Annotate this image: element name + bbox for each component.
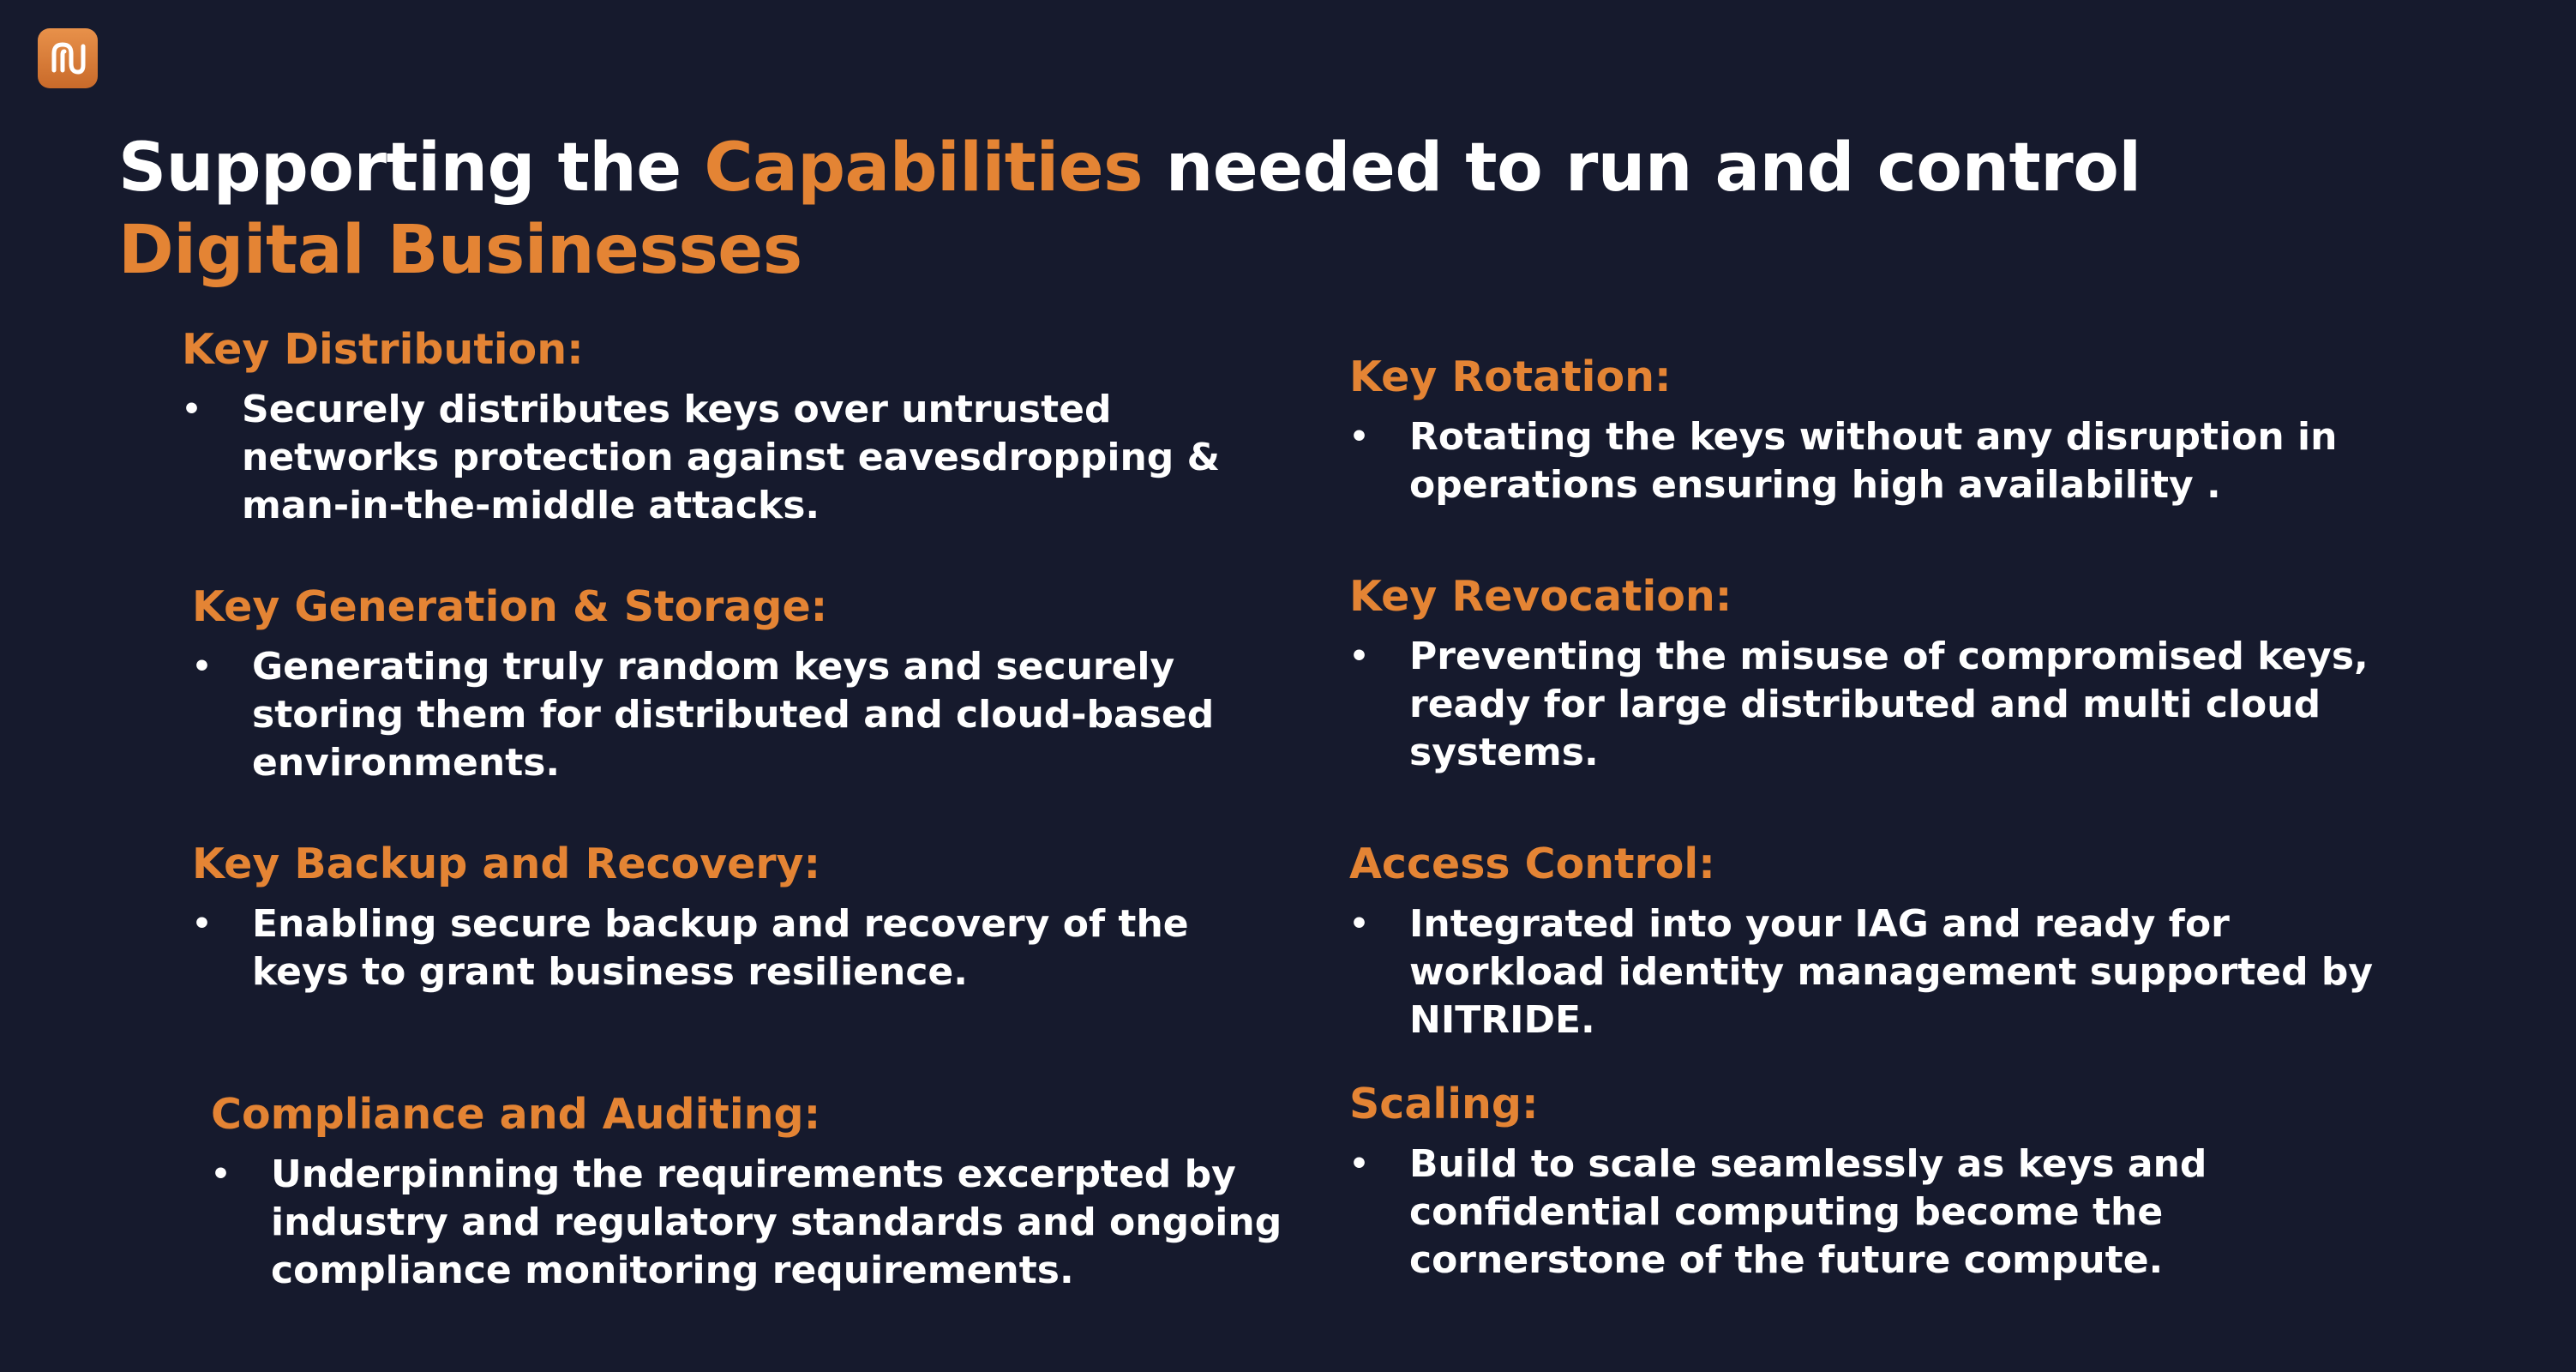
- bullet-item: • Build to scale seamlessly as keys and …: [1349, 1140, 2207, 1285]
- page-title: Supporting the Capabilities needed to ru…: [118, 127, 2141, 292]
- bullet-line: man-in-the-middle attacks.: [242, 484, 820, 527]
- bullet-line: Build to scale seamlessly as keys and: [1409, 1142, 2207, 1186]
- bullet-item: • Generating truly random keys and secur…: [192, 643, 1214, 787]
- bullet-dot: •: [182, 392, 202, 427]
- bullet-dot: •: [192, 906, 213, 942]
- section-heading: Compliance and Auditing:: [211, 1090, 821, 1139]
- bullet-line: Generating truly random keys and securel…: [252, 645, 1175, 689]
- bullet-item: • Underpinning the requirements excerpte…: [211, 1151, 1282, 1295]
- section-access-control: Access Control: • Integrated into your I…: [1349, 839, 2373, 1044]
- bullet-line: cornerstone of the future compute.: [1409, 1238, 2164, 1282]
- section-heading: Key Revocation:: [1349, 572, 1732, 621]
- bullet-dot: •: [1349, 639, 1370, 674]
- bullet-line: NITRIDE.: [1409, 998, 1595, 1042]
- bullet-dot: •: [192, 649, 213, 684]
- bullet-item: • Integrated into your IAG and ready for…: [1349, 900, 2373, 1044]
- title-accent-digital-businesses: Digital Businesses: [118, 212, 802, 289]
- bullet-item: • Securely distributes keys over untrust…: [182, 386, 1220, 530]
- bullet-line: workload identity management supported b…: [1409, 950, 2374, 994]
- bullet-line: keys to grant business resilience.: [252, 950, 968, 994]
- section-key-generation-storage: Key Generation & Storage: • Generating t…: [192, 581, 1214, 787]
- section-scaling: Scaling: • Build to scale seamlessly as …: [1349, 1079, 2207, 1285]
- bullet-line: industry and regulatory standards and on…: [271, 1200, 1282, 1244]
- bullet-line: Securely distributes keys over untrusted: [242, 388, 1112, 431]
- company-logo: [38, 28, 98, 88]
- bullet-item: • Preventing the misuse of compromised k…: [1349, 633, 2369, 777]
- bullet-line: Enabling secure backup and recovery of t…: [252, 902, 1189, 946]
- bullet-line: Underpinning the requirements excerpted …: [271, 1152, 1236, 1196]
- section-key-backup-recovery: Key Backup and Recovery: • Enabling secu…: [192, 839, 1189, 996]
- nitride-logo-icon: [51, 42, 86, 75]
- bullet-item: • Enabling secure backup and recovery of…: [192, 900, 1189, 996]
- section-heading: Key Backup and Recovery:: [192, 839, 821, 888]
- bullet-dot: •: [1349, 906, 1370, 942]
- section-key-revocation: Key Revocation: • Preventing the misuse …: [1349, 571, 2369, 777]
- title-accent-capabilities: Capabilities: [704, 129, 1144, 207]
- bullet-line: compliance monitoring requirements.: [271, 1249, 1074, 1292]
- bullet-line: Preventing the misuse of compromised key…: [1409, 635, 2369, 678]
- section-key-distribution: Key Distribution: • Securely distributes…: [182, 324, 1220, 530]
- bullet-line: Integrated into your IAG and ready for: [1409, 902, 2230, 946]
- title-part-3: needed to run and control: [1143, 129, 2141, 207]
- section-compliance-auditing: Compliance and Auditing: • Underpinning …: [211, 1089, 1282, 1295]
- section-heading: Key Distribution:: [182, 325, 584, 374]
- bullet-line: environments.: [252, 741, 561, 785]
- bullet-line: storing them for distributed and cloud-b…: [252, 693, 1215, 737]
- title-part-1: Supporting the: [118, 129, 705, 207]
- section-heading: Scaling:: [1349, 1080, 1539, 1128]
- section-heading: Access Control:: [1349, 839, 1715, 888]
- bullet-item: • Rotating the keys without any disrupti…: [1349, 413, 2337, 509]
- bullet-line: ready for large distributed and multi cl…: [1409, 683, 2321, 726]
- bullet-line: networks protection against eavesdroppin…: [242, 436, 1220, 479]
- bullet-dot: •: [1349, 1146, 1370, 1182]
- bullet-dot: •: [211, 1157, 231, 1192]
- section-heading: Key Rotation:: [1349, 352, 1672, 401]
- bullet-line: confidential computing become the: [1409, 1190, 2164, 1234]
- bullet-line: Rotating the keys without any disruption…: [1409, 415, 2338, 459]
- bullet-dot: •: [1349, 419, 1370, 454]
- bullet-line: operations ensuring high availability .: [1409, 463, 2221, 507]
- bullet-line: systems.: [1409, 731, 1599, 774]
- section-heading: Key Generation & Storage:: [192, 582, 828, 631]
- section-key-rotation: Key Rotation: • Rotating the keys withou…: [1349, 352, 2337, 509]
